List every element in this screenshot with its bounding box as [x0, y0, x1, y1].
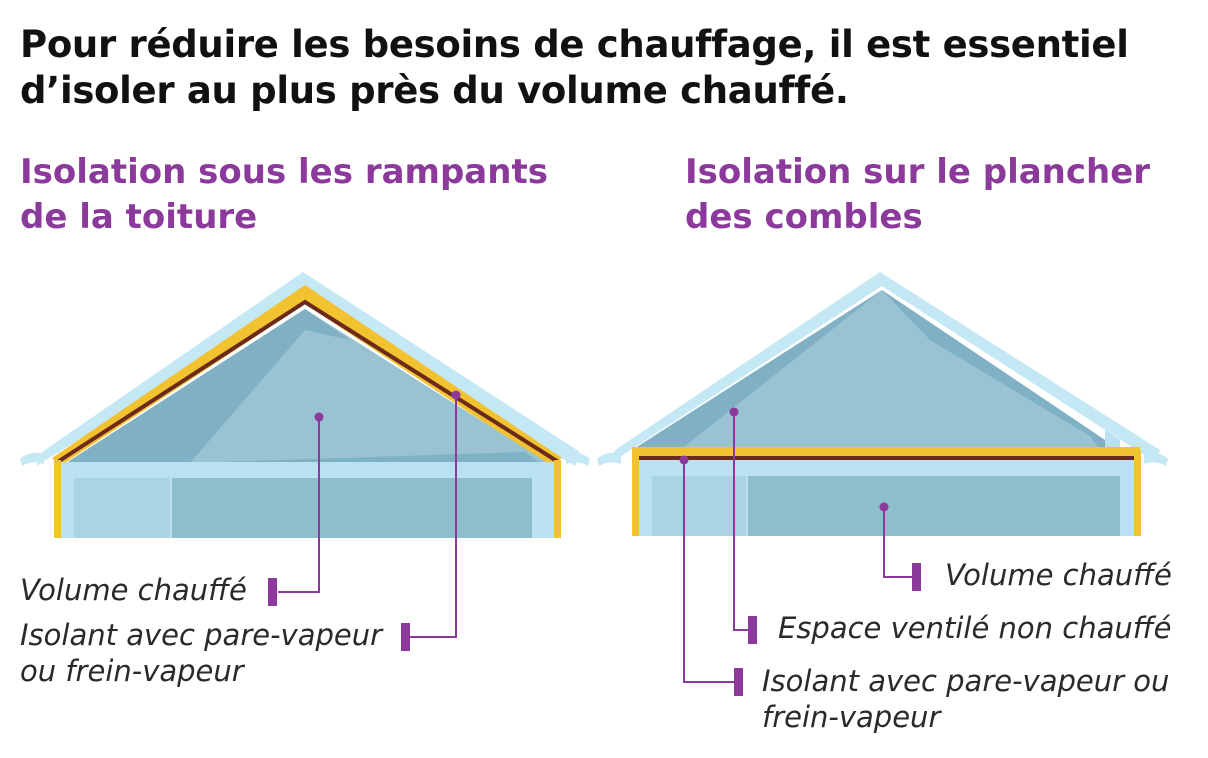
right-room-side [652, 476, 746, 536]
right-isolant-marker [734, 668, 743, 696]
right-label-volume: Volume chauffé [945, 558, 1172, 592]
left-title-line2: de la toiture [20, 197, 258, 237]
left-attic-inner [190, 330, 525, 463]
right-room-back [748, 476, 1120, 536]
left-label-isolant-line2: ou frein-vapeur [20, 654, 244, 688]
left-gutter-left [20, 452, 44, 466]
left-title-line1: Isolation sous les rampants [20, 152, 548, 192]
right-wall-insulation-left [632, 450, 639, 536]
page-title: Pour réduire les besoins de chauffage, i… [20, 23, 1129, 112]
right-house [597, 272, 1168, 696]
left-wall-insulation-left [54, 460, 61, 538]
right-espace-leader [733, 412, 748, 631]
right-label-isolant-line2: frein-vapeur [762, 700, 941, 734]
left-diagram-title: Isolation sous les rampants de la toitur… [20, 150, 580, 240]
right-volume-marker [912, 563, 921, 591]
right-label-isolant-line1: Isolant avec pare-vapeur ou [762, 664, 1170, 698]
right-attic-gable [1105, 430, 1120, 450]
right-diagram-title: Isolation sur le plancher des combles [685, 150, 1205, 240]
right-title-line2: des combles [685, 197, 923, 237]
left-gutter-right [566, 452, 590, 466]
left-isolant-marker [401, 623, 410, 651]
right-gutter-right [1144, 452, 1168, 466]
right-wall-insulation-right [1134, 450, 1141, 536]
left-label-isolant-line1: Isolant avec pare-vapeur [20, 618, 383, 652]
right-vapor-barrier [636, 456, 1136, 460]
right-floor-insulation [632, 447, 1140, 457]
left-room-side [74, 478, 170, 538]
left-vapor-barrier [54, 299, 562, 465]
right-label-isolant: Isolant avec pare-vapeur ou frein-vapeur [762, 663, 1169, 735]
right-isolant-leader [683, 460, 734, 683]
left-label-volume: Volume chauffé [20, 573, 247, 607]
right-volume-leader [883, 507, 912, 578]
left-room-ceiling [60, 462, 555, 476]
right-room-ceiling [638, 460, 1134, 474]
left-house [20, 272, 590, 651]
left-isolant-leader [410, 395, 457, 638]
left-wall-insulation-right [554, 460, 561, 538]
right-label-espace: Espace ventilé non chauffé [778, 611, 1172, 645]
left-room-back [172, 478, 532, 538]
right-espace-marker [748, 616, 757, 644]
left-label-isolant: Isolant avec pare-vapeur ou frein-vapeur [20, 617, 382, 689]
right-title-line1: Isolation sur le plancher [685, 152, 1151, 192]
right-attic-light [680, 290, 1100, 450]
left-volume-marker [268, 578, 277, 606]
right-gutter-left [597, 452, 621, 466]
left-volume-leader [278, 417, 320, 593]
